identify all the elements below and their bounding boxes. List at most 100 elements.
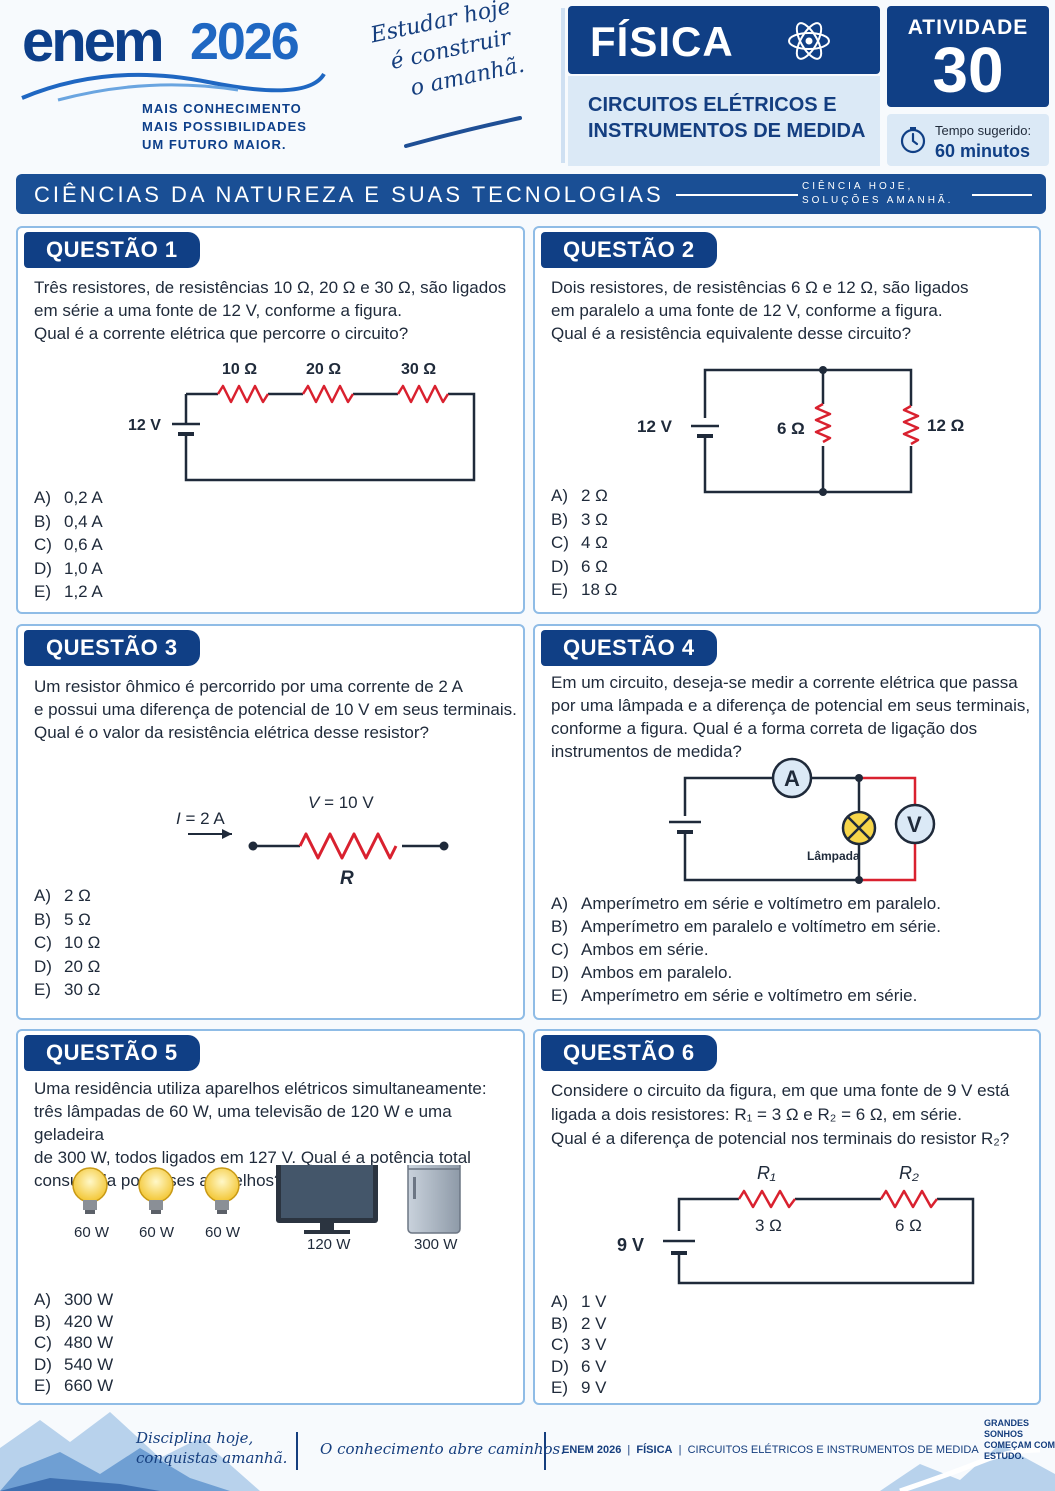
time-box: Tempo sugerido: 60 minutos (887, 114, 1049, 166)
voltage-label: V = 10 V (308, 793, 374, 812)
bulb-power-label: 60 W (74, 1224, 110, 1241)
question-card-5: QUESTÃO 5 Uma residência utiliza aparelh… (16, 1029, 525, 1405)
question-text: Considere o circuito da figura, em que u… (551, 1081, 1010, 1148)
question-text: Três resistores, de resistências 10 Ω, 2… (34, 278, 507, 343)
bulb-power-label: 60 W (205, 1224, 241, 1241)
area-banner: CIÊNCIAS DA NATUREZA E SUAS TECNOLOGIAS … (16, 174, 1046, 214)
option-d[interactable]: D)6 V (551, 1356, 607, 1376)
footer-slogan: O conhecimento abre caminhos. (320, 1440, 566, 1458)
resistor-name: R₂ (899, 1163, 919, 1183)
logo-tagline: MAIS CONHECIMENTO MAIS POSSIBILIDADES UM… (142, 101, 307, 152)
subject-box: FÍSICA (568, 6, 880, 74)
footer-separator (544, 1432, 546, 1470)
option-a[interactable]: A)2 Ω (551, 486, 608, 505)
options-list: A)2 Ω B)5 Ω C)10 Ω D)20 Ω E)30 Ω (34, 884, 100, 1002)
question-text: Em um circuito, deseja-se medir a corren… (551, 673, 1031, 761)
svg-text:V: V (907, 812, 922, 837)
option-d[interactable]: D)1,0 A (34, 558, 103, 578)
option-a[interactable]: A)1 V (551, 1292, 607, 1311)
svg-text:A: A (784, 766, 800, 791)
option-c[interactable]: C)10 Ω (34, 933, 101, 952)
source-label: 9 V (617, 1235, 644, 1255)
option-e[interactable]: E)1,2 A (34, 582, 103, 601)
option-a[interactable]: A)0,2 A (34, 488, 103, 507)
question-card-3: QUESTÃO 3 Um resistor ôhmico é percorrid… (16, 624, 525, 1020)
source-label: 12 V (128, 417, 161, 434)
current-label: I = 2 A (176, 809, 225, 828)
option-b[interactable]: B)5 Ω (34, 909, 91, 929)
lamp-icon (841, 810, 877, 846)
mountain-illustration (880, 1444, 1055, 1491)
subject-title: FÍSICA (590, 18, 734, 65)
question-text: Um resistor ôhmico é percorrido por uma … (34, 677, 517, 742)
ohm-law-figure: I = 2 A V = 10 V R (176, 793, 449, 889)
fridge-icon (407, 1165, 461, 1234)
enem-logo: enem 2026 MAIS CONHECIMENTO MAIS POSSIBI… (18, 8, 338, 158)
lamp-label: Lâmpada (807, 849, 860, 863)
voltage-divider-figure: R₁ R₂ 3 Ω 6 Ω 9 V (617, 1163, 975, 1285)
option-e[interactable]: E)18 Ω (551, 580, 618, 599)
options-list: A)2 Ω B)3 Ω C)4 Ω D)6 Ω E)18 Ω (551, 484, 617, 602)
option-b[interactable]: B)0,4 A (34, 511, 103, 531)
bulb-power-label: 60 W (139, 1224, 175, 1241)
activity-number: 30 (932, 34, 1004, 106)
mountain-illustration (0, 1412, 260, 1491)
parallel-circuit-figure: 12 V 6 Ω 12 Ω (637, 366, 964, 496)
bulb-icon (138, 1167, 174, 1214)
option-d[interactable]: D)Ambos em paralelo. (551, 963, 733, 982)
logo-word: enem (22, 9, 165, 74)
banner-motto: CIÊNCIA HOJE, SOLUÇÕES AMANHÃ. (802, 181, 954, 206)
option-d[interactable]: D)540 W (34, 1354, 114, 1374)
option-c[interactable]: C)480 W (34, 1333, 114, 1352)
logo-year: 2026 (190, 13, 300, 71)
question-title: QUESTÃO 4 (541, 630, 717, 666)
question-title: QUESTÃO 1 (24, 232, 200, 268)
question-title: QUESTÃO 5 (24, 1035, 200, 1071)
option-d[interactable]: D)20 Ω (34, 956, 101, 976)
time-value: 60 minutos (935, 141, 1031, 161)
option-b[interactable]: B)3 Ω (551, 509, 608, 529)
option-a[interactable]: A)300 W (34, 1290, 114, 1309)
footer-separator (296, 1432, 298, 1470)
footer-slogan: Disciplina hoje, conquistas amanhã. (136, 1429, 288, 1467)
options-list: A)Amperímetro em série e voltímetro em p… (551, 892, 941, 1007)
topic-box: CIRCUITOS ELÉTRICOS E INSTRUMENTOS DE ME… (568, 76, 880, 166)
option-c[interactable]: C)3 V (551, 1335, 607, 1354)
area-title: CIÊNCIAS DA NATUREZA E SUAS TECNOLOGIAS (34, 182, 664, 207)
option-e[interactable]: E)9 V (551, 1378, 607, 1397)
option-e[interactable]: E)30 Ω (34, 980, 101, 999)
option-a[interactable]: A)2 Ω (34, 886, 91, 905)
question-card-2: QUESTÃO 2 Dois resistores, de resistênci… (533, 226, 1041, 614)
voltmeter-icon: V (894, 803, 936, 845)
option-e[interactable]: E)Amperímetro em série e voltímetro em s… (551, 986, 918, 1005)
resistor-label: R (340, 868, 354, 889)
resistor-value: 3 Ω (755, 1216, 782, 1235)
measurement-circuit-figure: A V Lâmpada (669, 757, 936, 884)
banner-divider (676, 194, 798, 196)
options-list: A)1 V B)2 V C)3 V D)6 V E)9 V (551, 1291, 607, 1399)
question-card-6: QUESTÃO 6 Considere o circuito da figura… (533, 1029, 1041, 1405)
option-c[interactable]: C)0,6 A (34, 535, 103, 554)
option-a[interactable]: A)Amperímetro em série e voltímetro em p… (551, 894, 941, 913)
tv-icon (276, 1165, 378, 1234)
option-c[interactable]: C)4 Ω (551, 533, 608, 552)
logo-swoosh (21, 72, 326, 102)
banner-divider (972, 194, 1032, 196)
bulb-icon (72, 1167, 108, 1214)
option-b[interactable]: B)2 V (551, 1313, 607, 1333)
question-title: QUESTÃO 3 (24, 630, 200, 666)
option-b[interactable]: B)420 W (34, 1311, 114, 1331)
slogan-underline (404, 116, 522, 148)
question-title: QUESTÃO 6 (541, 1035, 717, 1071)
options-list: A)300 W B)420 W C)480 W D)540 W E)660 W (34, 1289, 113, 1397)
resistor-label: 10 Ω (222, 361, 257, 378)
option-d[interactable]: D)6 Ω (551, 556, 608, 576)
resistor-name: R₁ (757, 1163, 776, 1183)
appliances-figure: 60 W 60 W 60 W 120 W 300 W (72, 1165, 461, 1253)
option-b[interactable]: B)Amperímetro em paralelo e voltímetro e… (551, 917, 941, 936)
option-e[interactable]: E)660 W (34, 1376, 114, 1395)
topic-title: CIRCUITOS ELÉTRICOS E INSTRUMENTOS DE ME… (588, 94, 866, 142)
question-text: Dois resistores, de resistências 6 Ω e 1… (551, 278, 969, 343)
option-c[interactable]: C)Ambos em série. (551, 940, 709, 959)
bulb-icon (204, 1167, 240, 1214)
